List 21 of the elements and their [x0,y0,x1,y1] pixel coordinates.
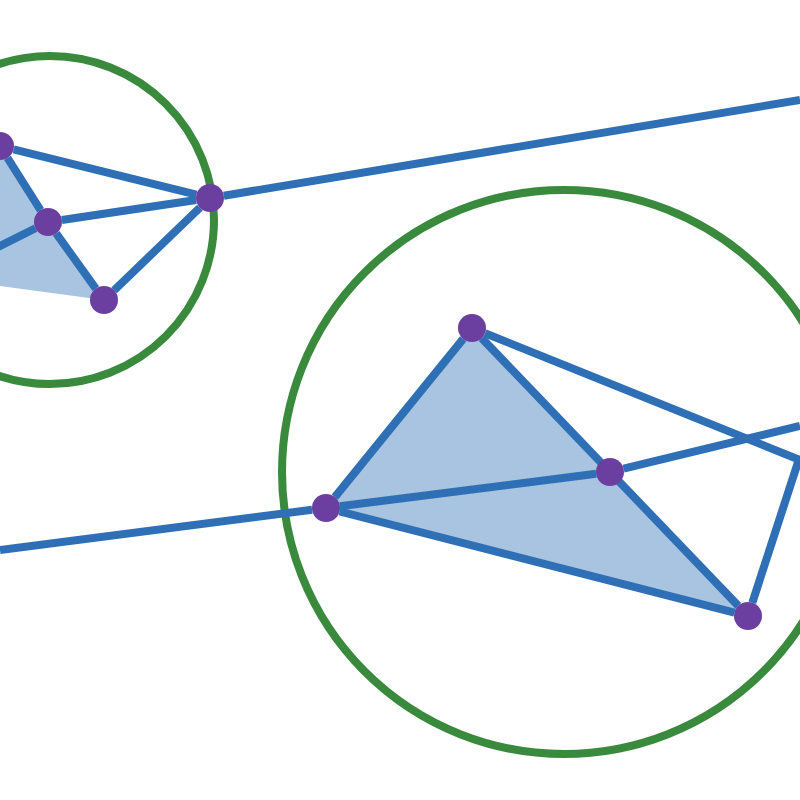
line-segment [12,145,198,199]
line-segment [52,231,100,291]
line-segment [338,507,736,617]
point-dot [196,184,224,212]
point-dot [458,314,486,342]
line-segment [61,196,197,224]
line-segment [111,204,203,294]
point-dot [90,286,118,314]
point-dot [34,208,62,236]
line-segment [622,422,800,473]
line-segment [478,335,742,609]
line-segment [483,329,800,464]
line-segment [223,96,800,200]
line-segment [331,336,467,500]
point-dot [734,602,762,630]
line-segment [339,469,597,511]
point-dot [312,494,340,522]
line-segment [4,155,44,213]
point-dot [596,458,624,486]
line-segment [748,454,800,604]
line-segment [0,505,313,554]
